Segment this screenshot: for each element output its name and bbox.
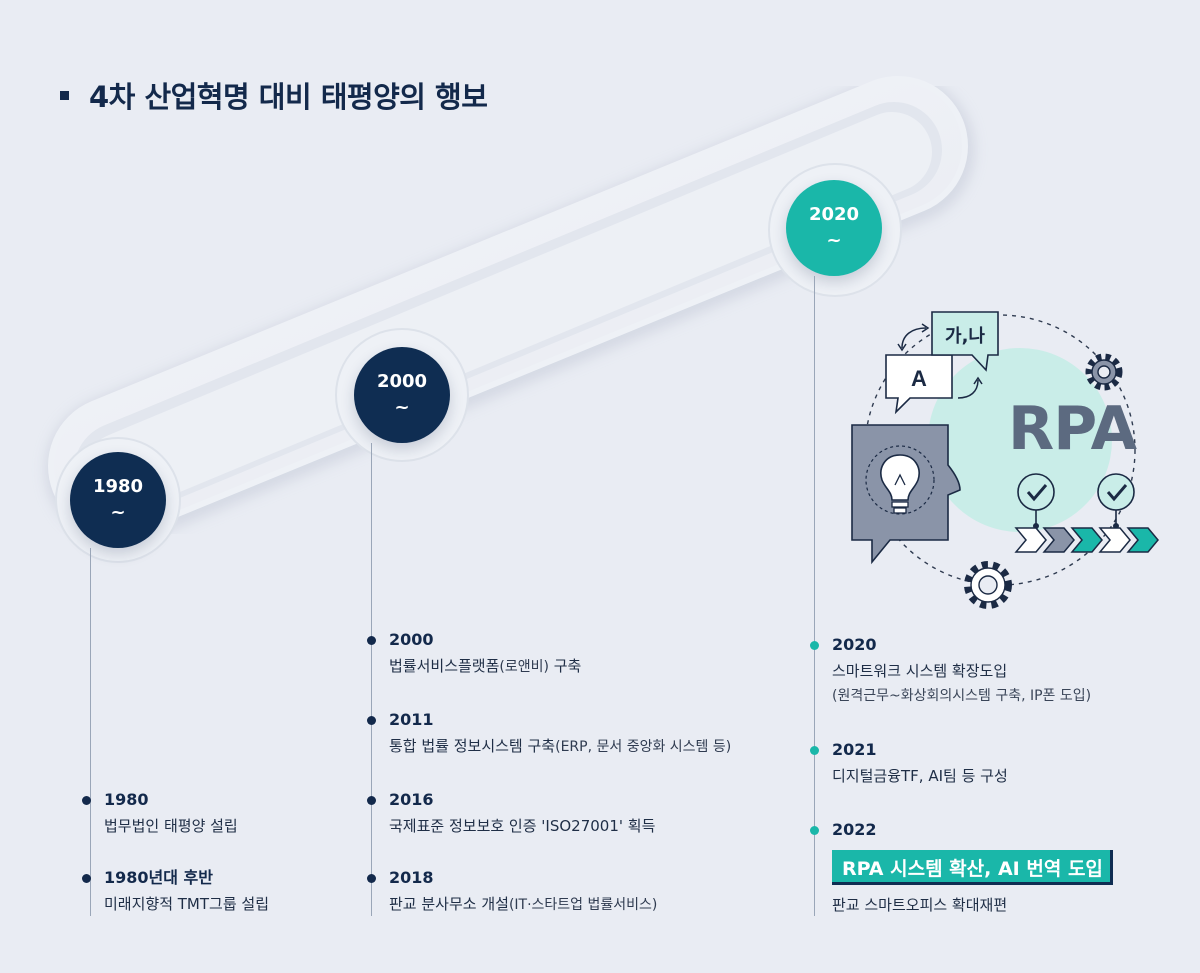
timeline-dot — [82, 796, 91, 805]
event-1980s: 1980년대 후반 미래지향적 TMT그룹 설립 — [82, 868, 270, 914]
rpa-illustration: A 가,나 — [851, 311, 1159, 609]
event-desc: 법률서비스플랫폼(로앤비) 구축 — [389, 657, 582, 675]
event-desc: 통합 법률 정보시스템 구축(ERP, 문서 중앙화 시스템 등) — [389, 737, 732, 755]
event-2022: 2022 RPA 시스템 확산, AI 번역 도입 판교 스마트오피스 확대재편 — [810, 820, 1113, 915]
event-desc: 국제표준 정보보호 인증 'ISO27001' 획득 — [389, 817, 656, 835]
check-icon — [1017, 473, 1055, 529]
timeline-dot — [367, 716, 376, 725]
era-year: 1980 — [92, 476, 144, 497]
event-year: 2016 — [389, 790, 434, 809]
speech-bubble-ga-na: 가,나 — [931, 311, 999, 372]
event-desc: 판교 분사무소 개설(IT·스타트업 법률서비스) — [389, 895, 658, 913]
event-desc: 판교 스마트오피스 확대재편 — [832, 896, 1008, 914]
event-sub: (원격근무~화상회의시스템 구축, IP폰 도입) — [832, 688, 1092, 704]
event-2020: 2020 스마트워크 시스템 확장도입 (원격근무~화상회의시스템 구축, IP… — [810, 635, 1092, 705]
timeline-dot — [367, 796, 376, 805]
event-2011: 2011 통합 법률 정보시스템 구축(ERP, 문서 중앙화 시스템 등) — [367, 710, 732, 757]
event-year: 1980년대 후반 — [104, 868, 213, 887]
event-1980: 1980 법무법인 태평양 설립 — [82, 790, 238, 836]
timeline-dot — [810, 641, 819, 650]
event-desc: 디지털금융TF, AI팀 등 구성 — [832, 767, 1008, 785]
svg-text:A: A — [911, 366, 927, 391]
timeline-dot — [367, 874, 376, 883]
mint-circle — [928, 348, 1112, 532]
gear-icon — [964, 561, 1012, 609]
event-year: 1980 — [104, 790, 149, 809]
speech-bubble-a: A — [885, 354, 953, 415]
event-2021: 2021 디지털금융TF, AI팀 등 구성 — [810, 740, 1008, 786]
event-highlight: RPA 시스템 확산, AI 번역 도입 — [832, 850, 1113, 885]
event-2016: 2016 국제표준 정보보호 인증 'ISO27001' 획득 — [367, 790, 656, 836]
era-circle-1980: 1980 ~ — [70, 452, 166, 548]
era-year: 2000 — [376, 371, 428, 392]
title-bullet-icon — [60, 90, 69, 100]
svg-text:가,나: 가,나 — [945, 326, 985, 347]
arrow-right-icon — [1014, 527, 1159, 553]
era-year: 2020 — [808, 204, 860, 225]
event-year: 2000 — [389, 630, 434, 649]
event-desc: 스마트워크 시스템 확장도입 — [832, 662, 1008, 680]
event-year: 2020 — [832, 635, 877, 654]
event-year: 2022 — [832, 820, 877, 839]
timeline-line-2000 — [371, 443, 372, 916]
era-circle-2000: 2000 ~ — [354, 347, 450, 443]
era-tilde: ~ — [110, 502, 126, 523]
rpa-label: RPA — [1008, 394, 1137, 464]
event-year: 2021 — [832, 740, 877, 759]
event-desc: 법무법인 태평양 설립 — [104, 817, 238, 835]
page-title: 4차 산업혁명 대비 태평양의 행보 — [60, 74, 488, 116]
timeline-dot — [82, 874, 91, 883]
era-tilde: ~ — [394, 397, 410, 418]
timeline-line-2020 — [814, 276, 815, 916]
timeline-dot — [367, 636, 376, 645]
lightbulb-head-icon — [851, 424, 961, 565]
event-year: 2018 — [389, 868, 434, 887]
gear-icon — [1085, 353, 1123, 391]
era-tilde: ~ — [826, 230, 842, 251]
event-2018: 2018 판교 분사무소 개설(IT·스타트업 법률서비스) — [367, 868, 658, 915]
check-icon — [1097, 473, 1135, 529]
timeline-dot — [810, 746, 819, 755]
event-desc: 미래지향적 TMT그룹 설립 — [104, 895, 270, 913]
swap-arrow-icon — [901, 327, 927, 349]
title-text: 4차 산업혁명 대비 태평양의 행보 — [89, 80, 488, 114]
timeline-dot — [810, 826, 819, 835]
event-year: 2011 — [389, 710, 434, 729]
timeline-line-1980 — [90, 548, 91, 916]
event-2000: 2000 법률서비스플랫폼(로앤비) 구축 — [367, 630, 582, 677]
era-circle-2020: 2020 ~ — [786, 180, 882, 276]
